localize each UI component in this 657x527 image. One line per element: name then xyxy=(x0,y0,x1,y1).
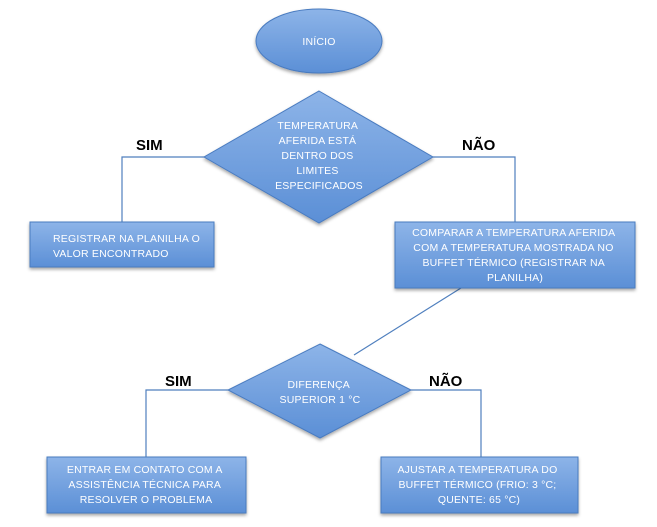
contact-node-text: ENTRAR EM CONTATO COM A ASSISTÊNCIA TÉCN… xyxy=(67,464,225,506)
label-decision2-no: NÃO xyxy=(429,372,463,390)
edge-decision1-yes xyxy=(121,156,204,222)
start-node: INÍCIO xyxy=(255,8,383,74)
compare-node-text: COMPARAR A TEMPERATURA AFERIDA COM A TEM… xyxy=(412,227,618,284)
label-decision1-yes: SIM xyxy=(136,137,163,154)
contact-node: ENTRAR EM CONTATO COM A ASSISTÊNCIA TÉCN… xyxy=(46,456,247,514)
decision1-node: TEMPERATURA AFERIDA ESTÁ DENTRO DOS LIMI… xyxy=(202,90,434,224)
compare-node: COMPARAR A TEMPERATURA AFERIDA COM A TEM… xyxy=(394,221,636,289)
adjust-node-text: AJUSTAR A TEMPERATURA DO BUFFET TÉRMICO … xyxy=(397,464,560,506)
adjust-node: AJUSTAR A TEMPERATURA DO BUFFET TÉRMICO … xyxy=(380,456,579,514)
start-node-text: INÍCIO xyxy=(302,35,335,48)
decision2-node-text: DIFERENÇA SUPERIOR 1 °C xyxy=(280,379,361,406)
register-node-text: REGISTRAR NA PLANILHA O VALOR ENCONTRADO xyxy=(53,233,203,260)
edge-decision2-no xyxy=(411,389,482,457)
decision1-node-text: TEMPERATURA AFERIDA ESTÁ DENTRO DOS LIMI… xyxy=(275,120,363,192)
decision2-node: DIFERENÇA SUPERIOR 1 °C xyxy=(226,343,413,439)
register-node: REGISTRAR NA PLANILHA O VALOR ENCONTRADO xyxy=(29,221,215,268)
edge-compare-decision2 xyxy=(353,287,462,356)
edge-decision2-yes xyxy=(145,389,228,457)
label-decision1-no: NÃO xyxy=(462,136,496,154)
label-decision2-yes: SIM xyxy=(165,373,192,390)
edge-decision1-no xyxy=(433,156,516,222)
